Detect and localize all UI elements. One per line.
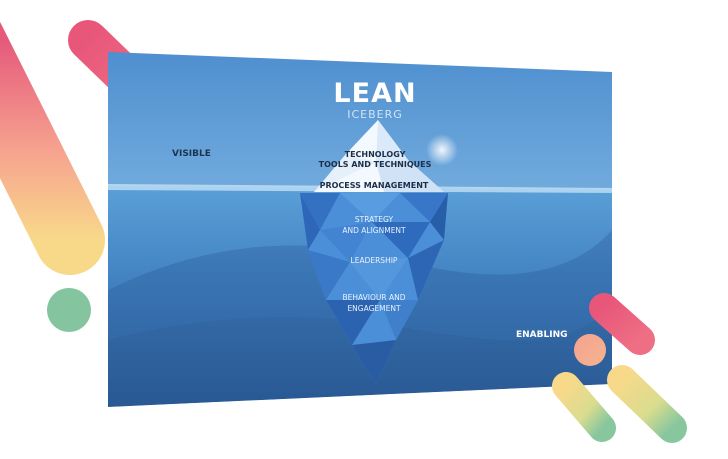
layer-process-management: PROCESS MANAGEMENT (320, 181, 429, 190)
diagram-text: LEAN ICEBERG VISIBLE ENABLING TECHNOLOGY… (172, 78, 568, 340)
layer-engagement: ENGAGEMENT (347, 304, 401, 313)
layer-strategy: STRATEGY (355, 215, 394, 224)
layer-leadership: LEADERSHIP (351, 256, 398, 265)
layer-technology: TECHNOLOGY (345, 150, 406, 159)
slide-panel (108, 52, 612, 407)
diagram-title: LEAN (333, 78, 416, 109)
label-enabling: ENABLING (516, 330, 568, 340)
layer-behaviour: BEHAVIOUR AND (342, 293, 405, 302)
decorative-shapes-front (47, 288, 687, 443)
layer-tools-techniques: TOOLS AND TECHNIQUES (319, 160, 432, 169)
iceberg-body (300, 193, 448, 385)
layer-alignment: AND ALIGNMENT (342, 226, 406, 235)
iceberg-tip (314, 120, 444, 192)
label-visible: VISIBLE (172, 149, 211, 159)
diagram-subtitle: ICEBERG (347, 108, 403, 121)
